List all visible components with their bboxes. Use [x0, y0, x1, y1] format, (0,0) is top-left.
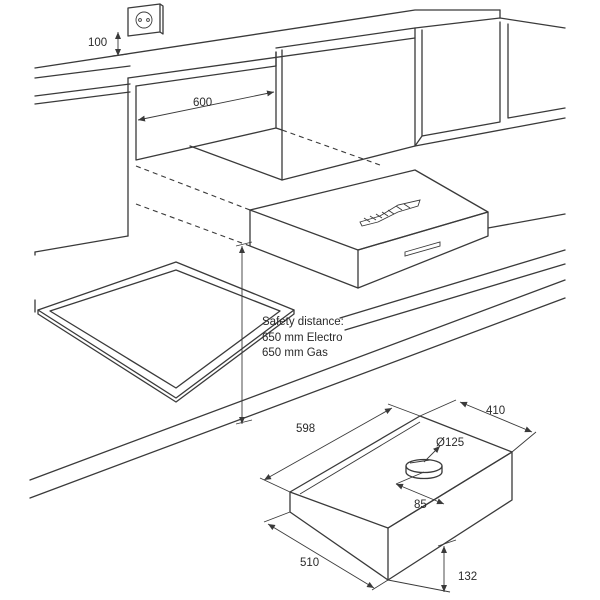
duct-offset-label: 85 [414, 499, 427, 511]
duct-diameter-callout: Ø125 [423, 437, 464, 463]
safety-note: Safety distance: 650 mm Electro 650 mm G… [262, 316, 344, 359]
safety-distance-dimension [235, 241, 253, 425]
hood-height-dimension: 132 [387, 539, 477, 593]
right-cabinet [414, 17, 566, 147]
cooktop [37, 261, 295, 403]
hood-width-label: 598 [296, 423, 315, 435]
hood-depth-bottom-label: 510 [300, 557, 319, 569]
worktop [29, 117, 566, 499]
socket-height-label: 100 [88, 37, 107, 49]
hood-height-label: 132 [458, 571, 477, 583]
left-cabinet [34, 37, 416, 253]
safety-title: Safety distance: [262, 316, 344, 328]
safety-electro: 650 mm Electro [262, 332, 343, 344]
cabinet-width-label: 600 [193, 97, 212, 109]
wall-socket [127, 3, 164, 37]
socket-height-dimension: 100 [88, 32, 129, 57]
hood-detail [289, 415, 513, 581]
duct-diameter-label: Ø125 [436, 437, 464, 449]
installed-hood [249, 169, 489, 289]
middle-cabinet [189, 27, 416, 181]
hood-depth-top-label: 410 [486, 405, 505, 417]
projection-lines [135, 129, 381, 247]
duct-offset-dimension: 85 [395, 471, 445, 511]
safety-gas: 650 mm Gas [262, 347, 328, 359]
hood-width-dimension: 598 [259, 403, 421, 493]
hood-depth-bottom-dimension: 510 [263, 511, 389, 591]
wall-shelf [34, 9, 501, 105]
hood-depth-top-dimension: 410 [419, 399, 537, 453]
cabinet-width-dimension: 600 [137, 90, 275, 122]
